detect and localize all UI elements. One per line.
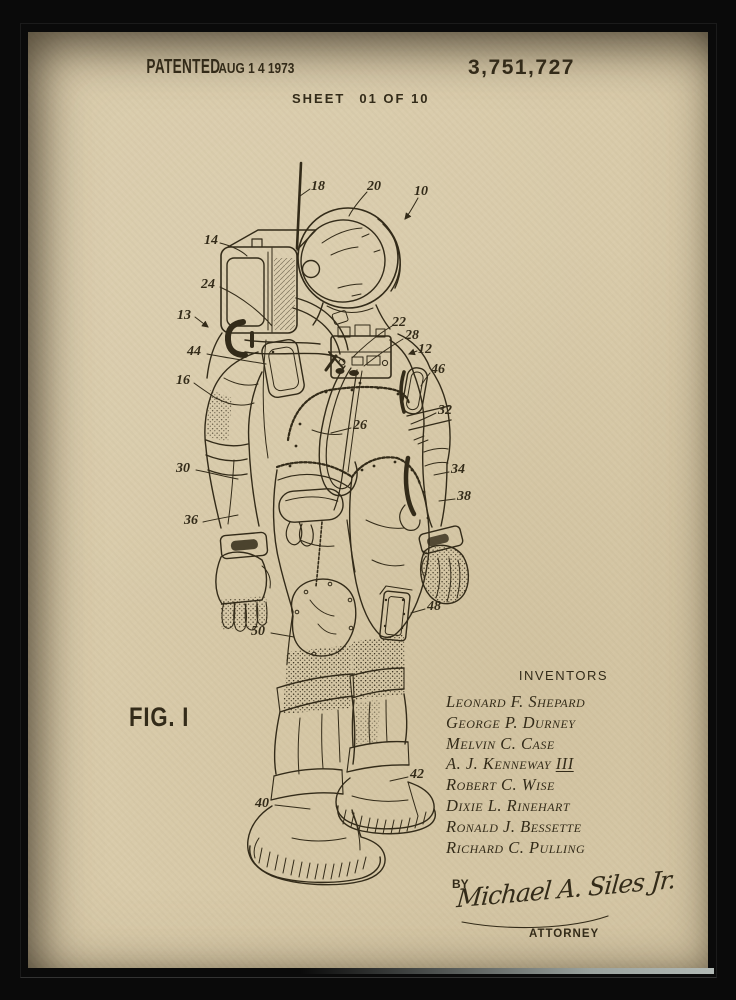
signature-flourish: [461, 915, 609, 929]
knee-pad: [290, 578, 357, 657]
patented-label: PATENTED: [146, 56, 221, 78]
backpack: [206, 229, 317, 379]
figure-label: FIG. I: [129, 702, 190, 732]
sheet-label: SHEET: [292, 91, 346, 106]
part-label-44: 44: [186, 344, 201, 359]
part-label-16: 16: [176, 373, 190, 388]
left-wrist-cuff: [219, 531, 269, 560]
part-label-30: 30: [175, 461, 190, 476]
part-label-24: 24: [200, 277, 215, 292]
inventor-name: Richard C. Pulling: [446, 837, 586, 857]
inventor-name: Dixie L. Rinehart: [446, 795, 571, 815]
left-boot: [247, 805, 386, 886]
helmet-feed-port: [301, 259, 321, 279]
part-label-34: 34: [450, 462, 465, 477]
part-label-22: 22: [391, 315, 406, 330]
seam-rivets: [288, 381, 430, 554]
patent-paper: [28, 32, 714, 974]
part-label-32: 32: [437, 403, 452, 418]
inventor-name: Ronald J. Bessette: [446, 816, 582, 836]
right-wrist-cuff: [418, 525, 464, 555]
right-glove: [419, 544, 470, 605]
part-label-36: 36: [183, 513, 198, 528]
inventors-heading: INVENTORS: [518, 668, 608, 683]
patented-stamp: PATENTED AUG 1 4 1973: [129, 56, 303, 79]
part-label-50: 50: [251, 624, 265, 639]
inventor-name: Robert C. Wise: [446, 775, 555, 795]
part-label-14: 14: [204, 233, 218, 248]
helmet-visor: [300, 219, 386, 303]
part-label-46: 46: [430, 362, 445, 377]
helmet-shell: [297, 207, 399, 309]
shoulder-ring: [401, 367, 428, 415]
inventor-name: George P. Durney: [446, 712, 576, 732]
inventor-name: Leonard F. Shepard: [446, 692, 586, 711]
shins: [273, 693, 408, 775]
part-label-13: 13: [177, 308, 191, 323]
inventor-name: Melvin C. Case: [446, 733, 555, 753]
leader-lines: [193, 188, 456, 810]
part-label-38: 38: [456, 489, 471, 504]
signature-by-label: BY: [452, 877, 469, 891]
shading-fills: [206, 258, 469, 744]
chest-control-unit: [324, 324, 392, 379]
part-label-26: 26: [352, 418, 367, 433]
inventor-name: A. J. Kenneway III: [446, 754, 574, 774]
torso: [275, 365, 422, 547]
antenna: [295, 161, 303, 250]
attorney-title: ATTORNEY: [529, 928, 600, 940]
thigh-pocket: [379, 585, 413, 642]
part-label-48: 48: [426, 599, 441, 614]
sheet-value: 01 OF 10: [359, 91, 430, 106]
sheet-line: SHEET 01 OF 10: [292, 91, 430, 106]
part-label-20: 20: [366, 179, 381, 194]
knee-cuffs: [276, 667, 405, 713]
part-label-40: 40: [254, 796, 269, 811]
patent-date: AUG 1 4 1973: [218, 61, 295, 77]
right-boot: [335, 777, 437, 835]
left-glove: [215, 551, 271, 632]
part-label-42: 42: [409, 767, 424, 782]
chest-pocket: [261, 339, 305, 398]
part-label-18: 18: [311, 179, 325, 194]
patent-number: 3,751,727: [468, 56, 575, 79]
suit-line-art: [204, 161, 609, 929]
part-label-28: 28: [404, 328, 419, 343]
part-label-12: 12: [418, 342, 432, 357]
left-arm: [204, 339, 269, 529]
part-label-10: 10: [414, 184, 428, 199]
